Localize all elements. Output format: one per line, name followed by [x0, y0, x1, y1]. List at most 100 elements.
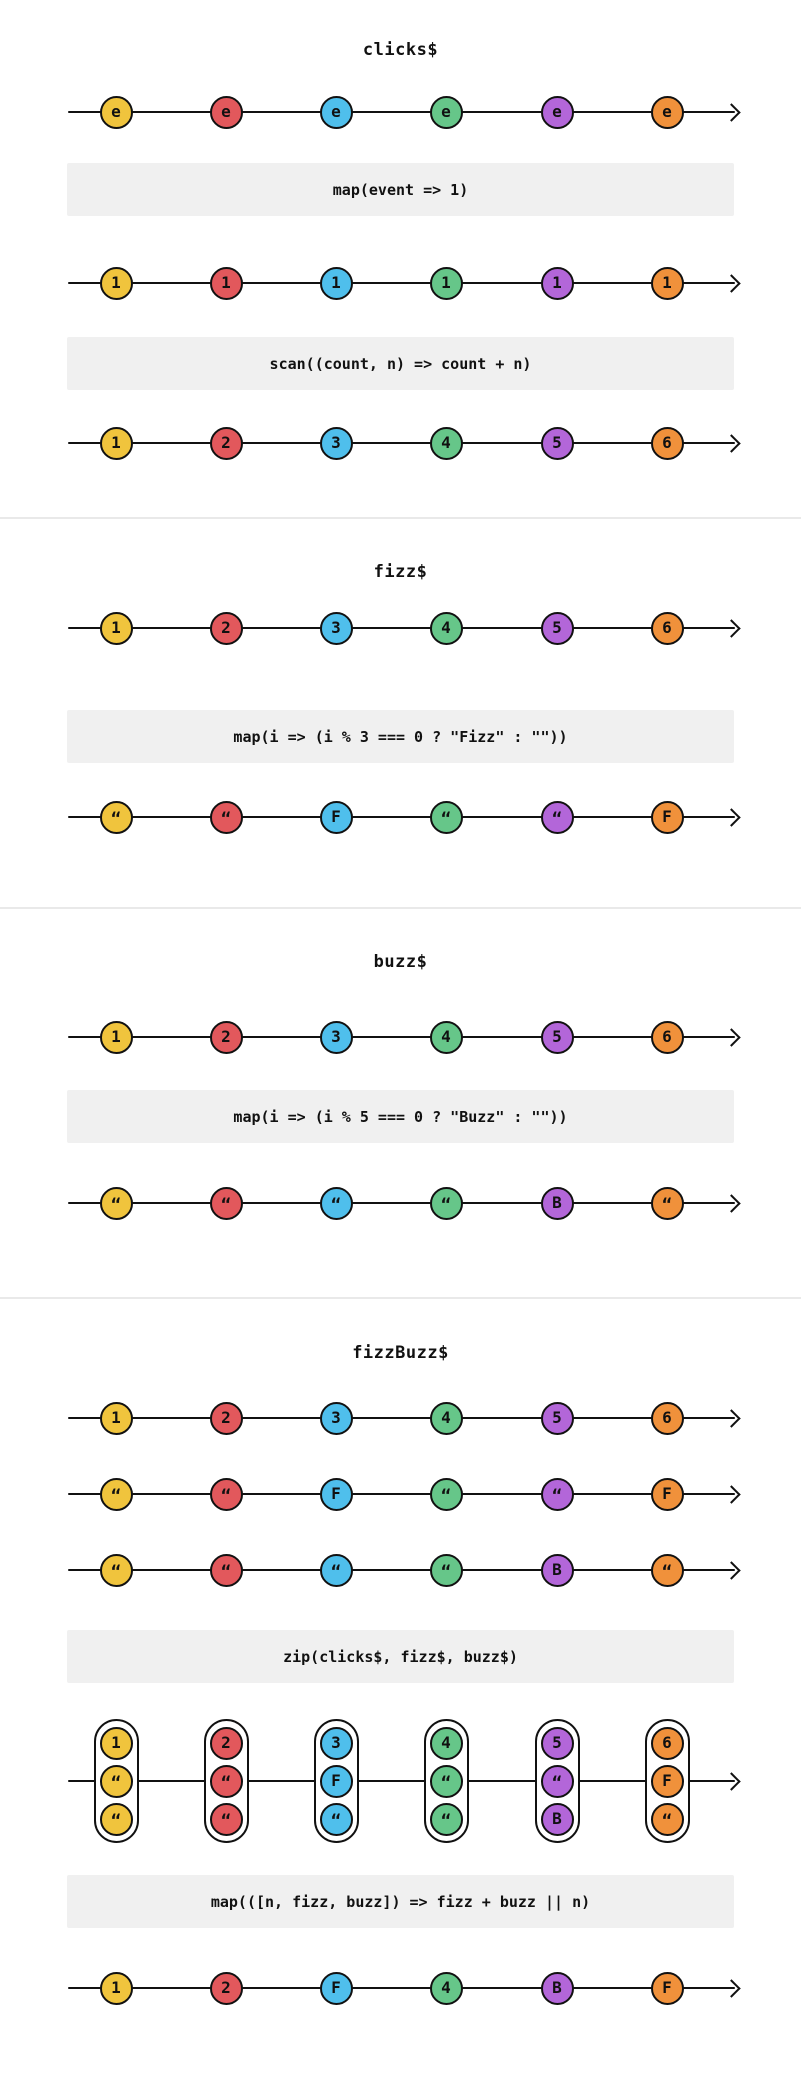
marble-label: “: [110, 1773, 122, 1793]
marble: 1: [99, 1020, 133, 1054]
timeline-line: [68, 110, 735, 114]
marble: “: [99, 1764, 133, 1798]
marble-label: 5: [552, 1408, 562, 1427]
marble: “: [429, 1764, 463, 1798]
marble-label: 4: [441, 1733, 451, 1752]
marble: 2: [209, 1020, 243, 1054]
timeline-line: [68, 626, 735, 630]
marble-label: “: [220, 1773, 232, 1793]
marble: F: [319, 1971, 353, 2005]
arrow-right-icon: [721, 433, 741, 453]
marble-label: F: [331, 1484, 341, 1503]
timeline-line: [68, 1201, 735, 1205]
marble: 5: [540, 426, 574, 460]
marble-label: 3: [331, 1733, 341, 1752]
marble-label: 1: [662, 273, 672, 292]
marble-label: 1: [111, 618, 121, 637]
marble-label: e: [111, 102, 121, 121]
marble-label: F: [662, 807, 672, 826]
marble-label: 1: [111, 273, 121, 292]
operator-box: scan((count, n) => count + n): [67, 337, 734, 390]
marble-label: “: [551, 809, 563, 829]
marble-label: 1: [111, 1978, 121, 1997]
operator-box: map(i => (i % 5 === 0 ? "Buzz" : "")): [67, 1090, 734, 1143]
marble: “: [99, 1802, 133, 1836]
timeline-line: [68, 1986, 735, 1990]
marble: “: [209, 1477, 243, 1511]
marble: “: [429, 800, 463, 834]
marble-label: 1: [111, 433, 121, 452]
marble: “: [429, 1186, 463, 1220]
marble-label: 1: [111, 1733, 121, 1752]
marble: e: [540, 95, 574, 129]
marble-label: “: [110, 1195, 122, 1215]
marble: “: [99, 1477, 133, 1511]
marble-label: 2: [221, 618, 231, 637]
marble-label: “: [661, 1811, 673, 1831]
marble: e: [650, 95, 684, 129]
marble: “: [99, 1553, 133, 1587]
marble-label: 4: [441, 1978, 451, 1997]
arrow-right-icon: [721, 1771, 741, 1791]
operator-label: zip(clicks$, fizz$, buzz$): [283, 1647, 518, 1666]
marble: 1: [99, 266, 133, 300]
marble-label: “: [330, 1195, 342, 1215]
marble: 1: [99, 1971, 133, 2005]
marble: B: [540, 1802, 574, 1836]
operator-label: map(([n, fizz, buzz]) => fizz + buzz || …: [210, 1892, 591, 1911]
marble-label: 1: [221, 273, 231, 292]
marble-label: 5: [552, 1027, 562, 1046]
marble: 4: [429, 1726, 463, 1760]
marble: F: [650, 1764, 684, 1798]
marble-label: “: [661, 1195, 673, 1215]
marble-label: “: [440, 809, 452, 829]
marble: “: [319, 1553, 353, 1587]
marble-label: 4: [441, 1027, 451, 1046]
marble: “: [209, 1553, 243, 1587]
marble: “: [429, 1553, 463, 1587]
operator-box: map(i => (i % 3 === 0 ? "Fizz" : "")): [67, 710, 734, 763]
marble-label: “: [440, 1773, 452, 1793]
marble-label: 2: [221, 1733, 231, 1752]
marble-label: e: [331, 102, 341, 121]
marble-label: 4: [441, 433, 451, 452]
operator-box: map(event => 1): [67, 163, 734, 216]
zip-group: 2““: [203, 1719, 249, 1843]
marble-label: “: [551, 1773, 563, 1793]
marble-label: F: [331, 807, 341, 826]
marble: F: [650, 1477, 684, 1511]
marble-label: “: [330, 1811, 342, 1831]
marble-label: F: [662, 1771, 672, 1790]
marble: 5: [540, 1401, 574, 1435]
marble-label: B: [552, 1193, 562, 1212]
marble: F: [650, 800, 684, 834]
arrow-right-icon: [721, 1408, 741, 1428]
marble: “: [540, 800, 574, 834]
marble-label: “: [661, 1562, 673, 1582]
marble-label: 6: [662, 433, 672, 452]
marble-label: F: [662, 1978, 672, 1997]
marble: 1: [319, 266, 353, 300]
marble: 4: [429, 1401, 463, 1435]
marble: e: [429, 95, 463, 129]
marble-label: “: [440, 1811, 452, 1831]
marble: 1: [650, 266, 684, 300]
marble: e: [99, 95, 133, 129]
arrow-right-icon: [721, 807, 741, 827]
marble: “: [209, 1764, 243, 1798]
arrow-right-icon: [721, 1193, 741, 1213]
marble: “: [650, 1553, 684, 1587]
timeline-line: [68, 1416, 735, 1420]
marble: 3: [319, 426, 353, 460]
marble-label: “: [110, 1811, 122, 1831]
marble-label: 6: [662, 1408, 672, 1427]
marble-label: “: [551, 1486, 563, 1506]
marble: “: [429, 1477, 463, 1511]
marble-label: “: [220, 1486, 232, 1506]
marble-label: 5: [552, 618, 562, 637]
marble: 6: [650, 611, 684, 645]
